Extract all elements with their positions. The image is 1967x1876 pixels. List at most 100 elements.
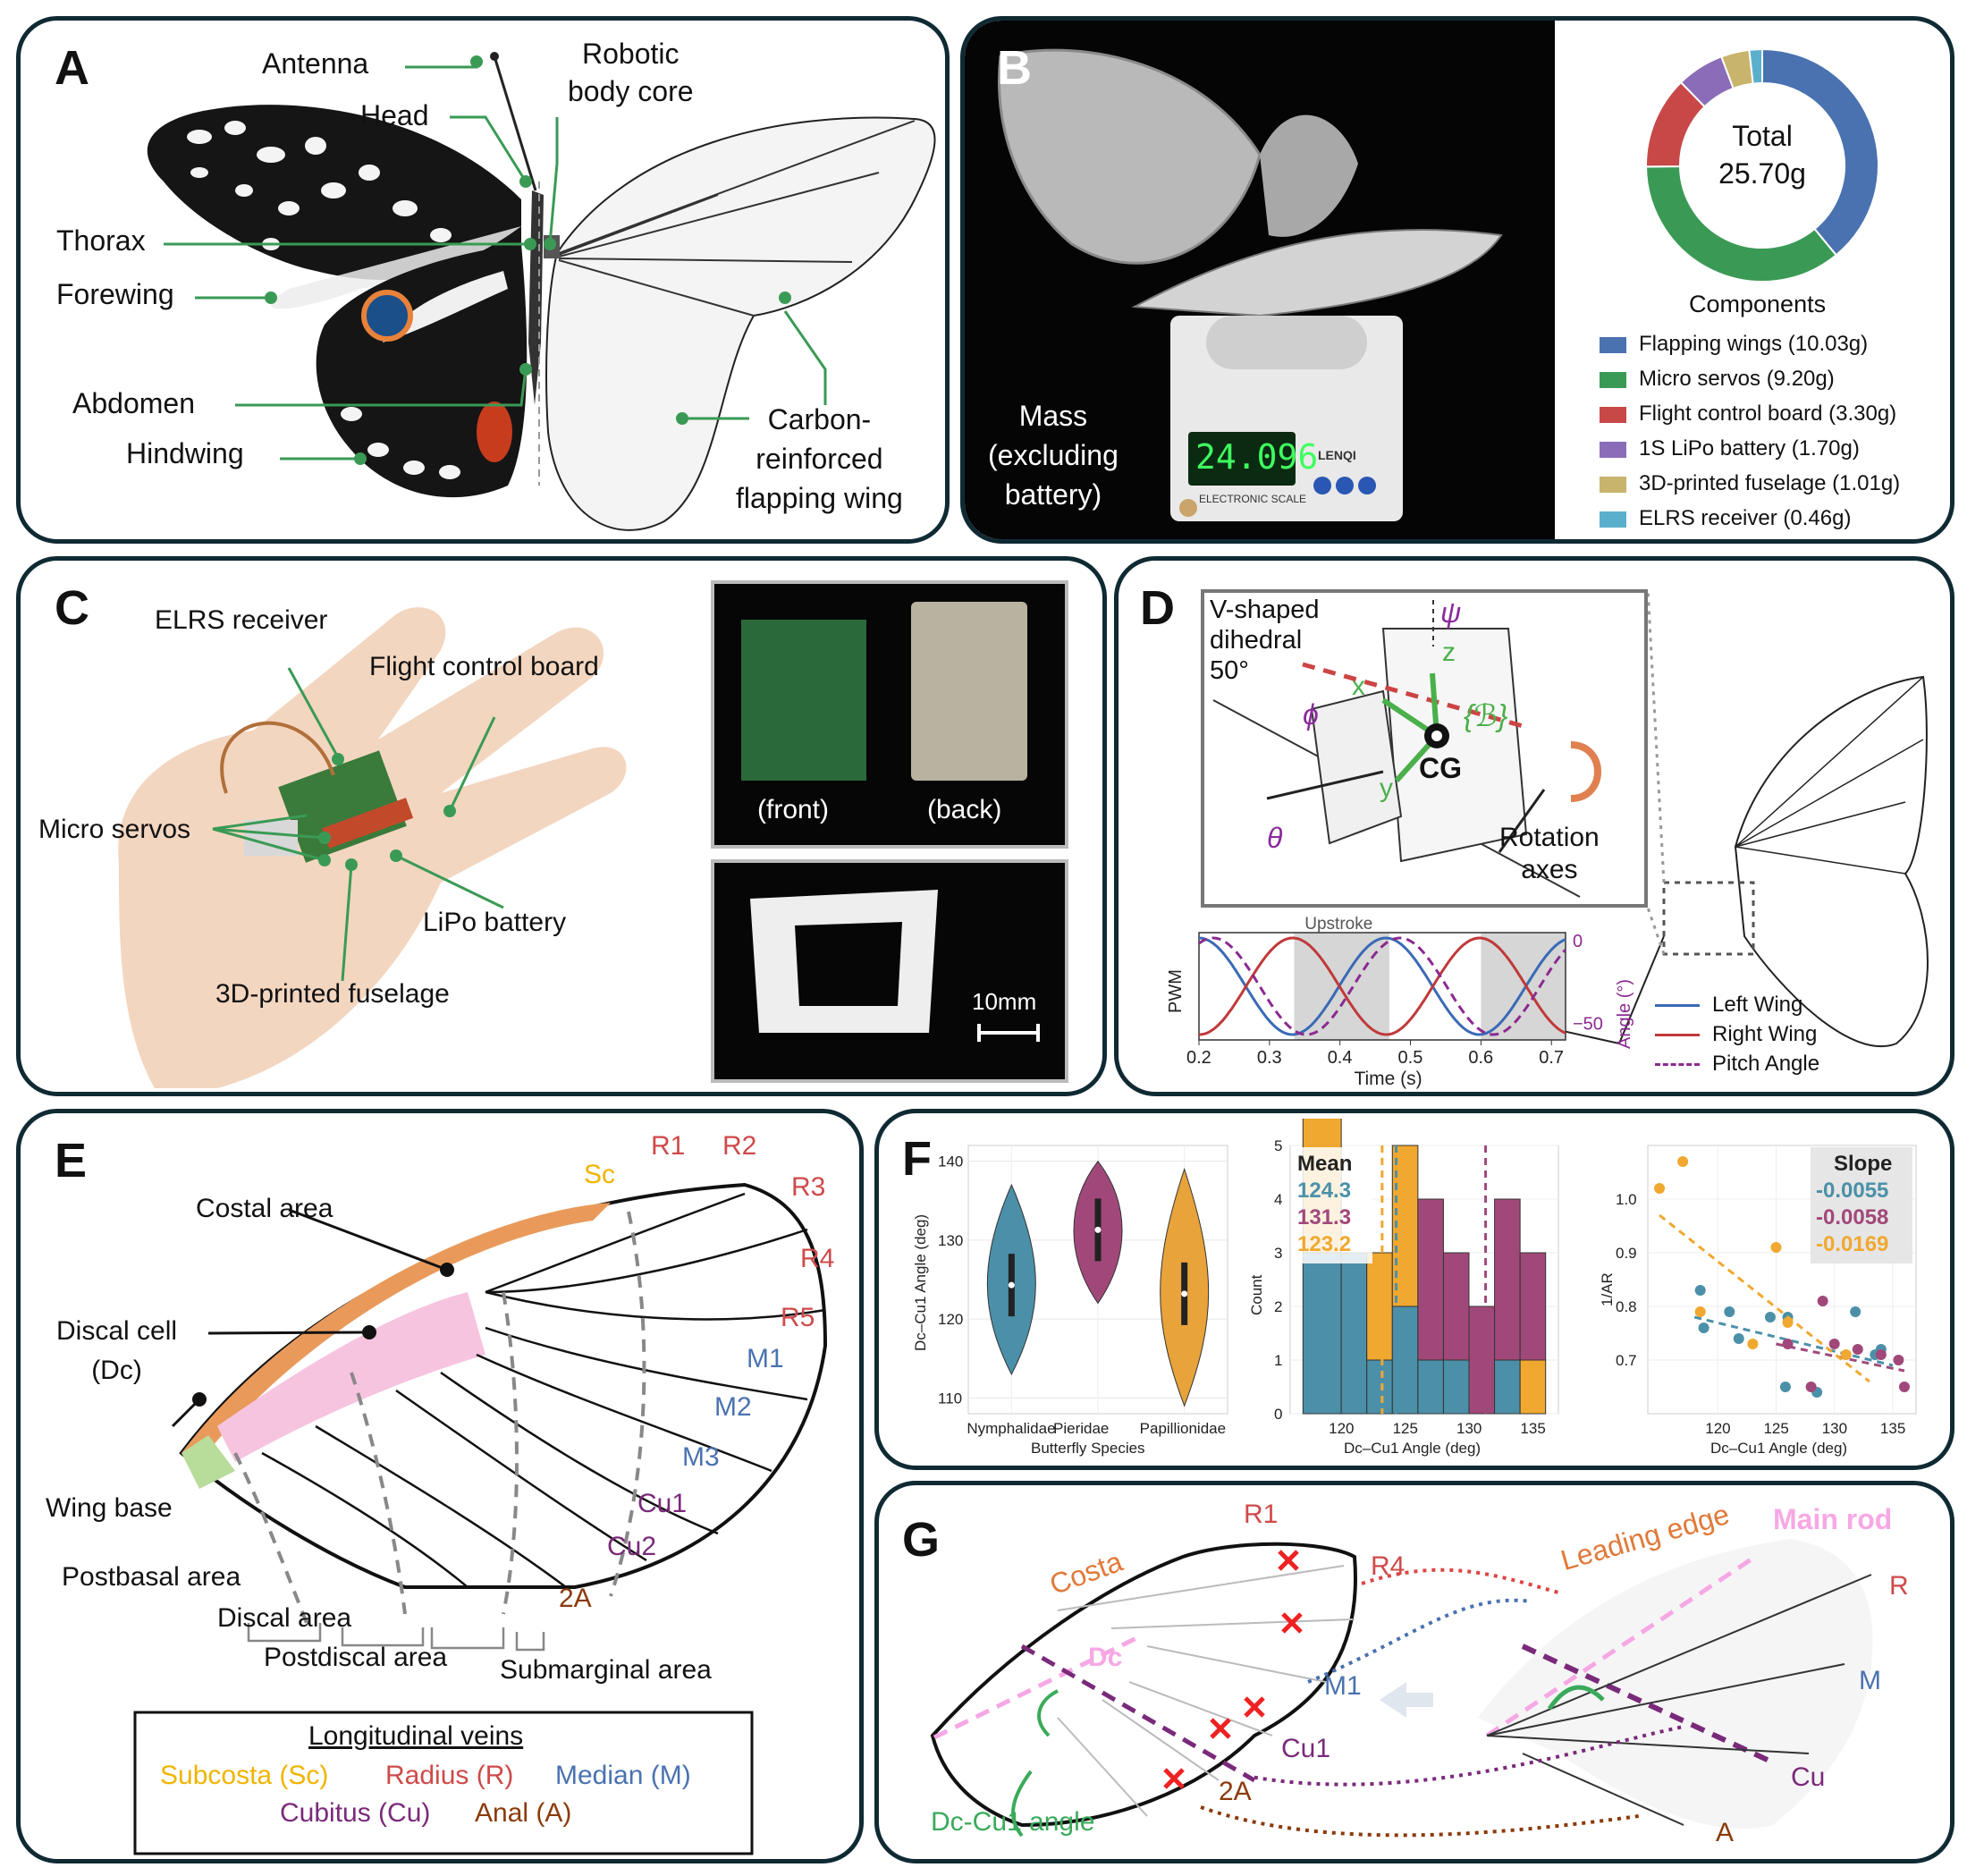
x-tick-label: 130 <box>1456 1420 1482 1437</box>
hand-photo <box>118 607 627 1088</box>
legend-label: 3D-printed fuselage (1.01g) <box>1639 471 1901 495</box>
legend-label: ELRS receiver (0.46g) <box>1639 506 1852 530</box>
category-label: Papillionidae <box>1140 1420 1226 1437</box>
legend-item: Micro servos (9.20g) <box>1600 361 1900 396</box>
back-label: (back) <box>927 795 1002 824</box>
upstroke-band-0 <box>1294 933 1389 1040</box>
y-tick-label: 130 <box>938 1232 963 1249</box>
panel-g: G Costa R1 <box>874 1481 1954 1863</box>
wing-base-label: Wing base <box>46 1493 173 1523</box>
legend-item: ELRS receiver (0.46g) <box>1600 501 1900 536</box>
antenna-label: Antenna <box>262 47 369 80</box>
y-tick-label: 0.7 <box>1616 1352 1637 1369</box>
scatter-point-2-6 <box>1840 1349 1852 1360</box>
dc-g-label: Dc <box>1088 1643 1123 1672</box>
body-frame-label: {ℬ} <box>1464 699 1508 733</box>
cg-diagram <box>1212 600 1601 898</box>
submarginal-label: Submarginal area <box>500 1655 712 1685</box>
x-tick-label: 0.4 <box>1328 1048 1353 1068</box>
panel-label: G <box>902 1513 941 1567</box>
thorax-label: Thorax <box>56 224 146 257</box>
scale-brand: LENQI <box>1318 448 1356 462</box>
wing-mapping-diagram <box>930 1539 1873 1838</box>
postbasal-label: Postbasal area <box>62 1562 241 1592</box>
scatter-point-1-5 <box>1875 1349 1887 1360</box>
panel-d: D V-shaped <box>1114 556 1954 1096</box>
y-tick-label: 0 <box>1274 1406 1282 1423</box>
discal-cell-label: Discal cell (Dc) <box>56 1316 178 1385</box>
mass-caption: Mass (excluding battery) <box>988 400 1119 511</box>
legend-label: Pitch Angle <box>1712 1052 1820 1076</box>
robot-on-scale <box>998 48 1503 521</box>
x-tick-label: 125 <box>1393 1420 1418 1437</box>
y-tick-label: 0.8 <box>1616 1298 1637 1315</box>
mean-value-1: 131.3 <box>1297 1205 1351 1230</box>
legend-item: Pitch Angle <box>1655 1049 1819 1078</box>
scatter-point-1-3 <box>1828 1339 1840 1349</box>
rotation-axes-label: Rotation axes <box>1499 823 1600 884</box>
x-tick-label: 125 <box>1763 1420 1788 1437</box>
postdiscal-label: Postdiscal area <box>264 1643 448 1672</box>
legend-swatch <box>1600 476 1626 493</box>
hist-bar-2-8 <box>1519 1252 1547 1361</box>
signal-line-0 <box>1198 936 1566 1036</box>
category-label: Pieridae <box>1053 1420 1109 1437</box>
axis-y-label: y <box>1380 773 1393 803</box>
scatter-point-2-2 <box>1694 1306 1706 1317</box>
panel-b: 24.096 LENQI ELECTRONIC SCALE B Mass (ex… <box>960 16 1954 544</box>
legend-cubitus: Cubitus (Cu) <box>280 1798 431 1828</box>
mass-donut-chart <box>1644 47 1879 283</box>
x-tick-label: 0.3 <box>1257 1048 1282 1068</box>
board-photo: (front) (back) <box>711 580 1068 849</box>
slope-value-1: -0.0058 <box>1816 1205 1888 1230</box>
legend-label: Right Wing <box>1712 1022 1818 1046</box>
r2-label: R2 <box>722 1131 757 1161</box>
x-axis-title: Butterfly Species <box>1031 1440 1145 1457</box>
y-tick-label: 120 <box>938 1311 963 1328</box>
panel-label: A <box>55 41 89 95</box>
legend-item: Flapping wings (10.03g) <box>1600 326 1900 361</box>
slope-box <box>1811 1147 1912 1263</box>
legend-line <box>1655 1063 1700 1067</box>
legend-label: Flapping wings (10.03g) <box>1639 332 1869 356</box>
x-tick-label: 0.6 <box>1468 1048 1493 1068</box>
main-rod-label: Main rod <box>1773 1503 1893 1535</box>
m-g-label: M <box>1859 1666 1881 1695</box>
legend-label: 1S LiPo battery (1.70g) <box>1639 436 1860 461</box>
scatter-point-2-1 <box>1677 1156 1689 1167</box>
scale-photo: 24.096 LENQI ELECTRONIC SCALE B Mass (ex… <box>965 21 1555 539</box>
scale-name: ELECTRONIC SCALE <box>1199 493 1307 505</box>
panel-label: F <box>902 1132 932 1186</box>
donut-slice-5 <box>1748 47 1763 85</box>
r4-label: R4 <box>800 1244 835 1273</box>
a-g-label: A <box>1716 1818 1735 1847</box>
wing-vein-diagram <box>133 1182 828 1855</box>
fuselage-photo: 10mm <box>711 859 1068 1083</box>
panel-label: D <box>1140 581 1175 635</box>
legend-median: Median (M) <box>555 1761 691 1790</box>
slope-value-2: -0.0169 <box>1816 1232 1888 1256</box>
x-axis-title: Time (s) <box>1354 1069 1422 1089</box>
2a-label: 2A <box>559 1584 592 1613</box>
mean-value-0: 124.3 <box>1297 1179 1351 1203</box>
phi-label: ϕ <box>1303 698 1319 731</box>
y-tick-label: 2 <box>1274 1298 1282 1315</box>
donut-slice-1 <box>1644 165 1838 283</box>
y-axis-title: Count <box>1248 1274 1265 1315</box>
scatter-point-2-0 <box>1654 1183 1666 1194</box>
mean-value-2: 123.2 <box>1297 1232 1351 1256</box>
x-tick-label: 135 <box>1520 1420 1545 1437</box>
y-axis-title: 1/AR <box>1599 1272 1616 1306</box>
2a-g-label: 2A <box>1219 1777 1252 1806</box>
y-tick-label: 3 <box>1274 1245 1282 1262</box>
hist-bar-2-6 <box>1468 1306 1496 1415</box>
legend-swatch <box>1600 441 1626 458</box>
sc-label: Sc <box>584 1160 616 1189</box>
flight-control-board-label: Flight control board <box>369 652 599 681</box>
fuselage-label: 3D-printed fuselage <box>215 979 450 1009</box>
zoom-inset: V-shaped dihedral 50° ψ z x y ϕ θ CG {ℬ}… <box>1201 589 1648 908</box>
components-title: Components <box>1689 291 1827 317</box>
y2-axis-title: Angle (°) <box>1615 979 1634 1049</box>
